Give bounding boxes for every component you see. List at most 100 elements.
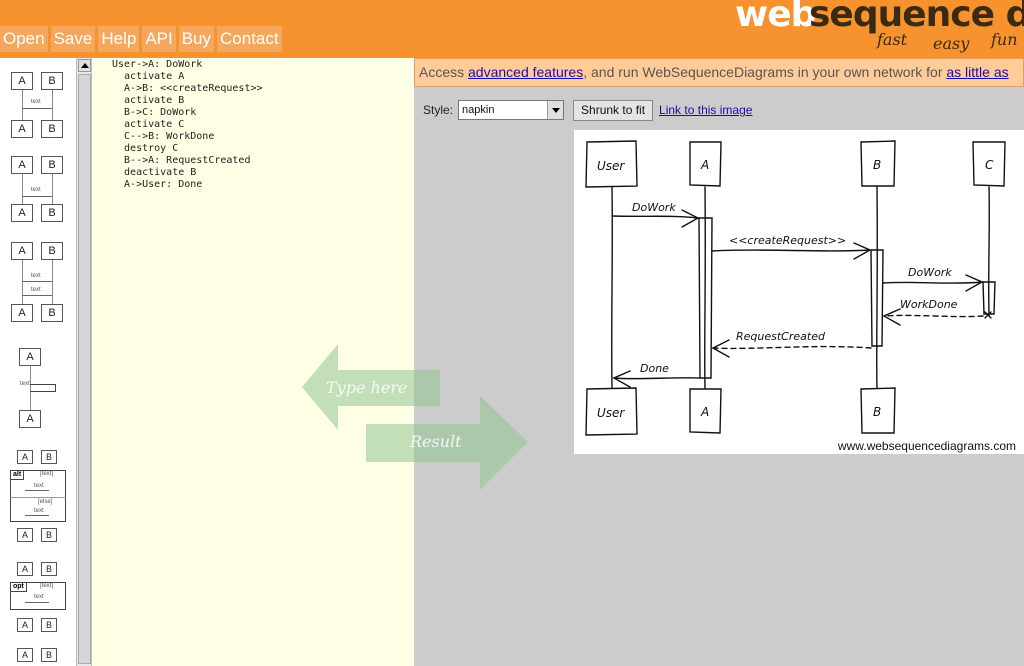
message-arrow — [711, 249, 871, 252]
buy-button[interactable]: Buy — [178, 26, 215, 52]
code-line: activate C — [112, 119, 185, 130]
header-bar: Open Save Help API Buy Contact web seque… — [0, 0, 1024, 58]
api-button[interactable]: API — [142, 26, 176, 52]
promo-banner: Access advanced features, and run WebSeq… — [414, 58, 1024, 87]
advanced-features-link[interactable]: advanced features — [468, 64, 584, 80]
thumb-box-a: A — [19, 410, 41, 428]
code-editor[interactable]: User->A: DoWork activate A A->B: <<creat… — [92, 58, 414, 666]
style-select[interactable]: napkin — [458, 100, 565, 120]
thumb-msg-text: text — [31, 287, 41, 293]
save-button[interactable]: Save — [50, 26, 96, 52]
thumb-box-b: B — [41, 528, 57, 542]
thumb-box-b: B — [41, 450, 57, 464]
thumb-box-a: A — [17, 562, 33, 576]
thumb-box-a: A — [17, 648, 33, 662]
participant-label: User — [597, 406, 625, 420]
pricing-link[interactable]: as little as — [946, 64, 1009, 80]
code-line: A->User: Done — [112, 179, 203, 190]
template-partial[interactable]: A B — [8, 648, 68, 666]
banner-middle: , and run WebSequenceDiagrams in your ow… — [583, 64, 947, 80]
thumb-box-a: A — [11, 120, 33, 138]
thumb-msg-text: text — [31, 99, 41, 105]
participant-label: User — [597, 159, 625, 173]
scroll-up-arrow-icon[interactable] — [78, 59, 91, 72]
template-two-messages[interactable]: A B text text A B — [8, 242, 68, 328]
participant-label: A — [700, 405, 709, 419]
code-line: activate B — [112, 95, 185, 106]
contact-button[interactable]: Contact — [217, 26, 282, 52]
code-line: destroy C — [112, 143, 179, 154]
logo-sequence-text: sequence d — [809, 0, 1024, 35]
message-label: RequestCreated — [736, 330, 826, 343]
editor-text: User->A: DoWork activate A A->B: <<creat… — [112, 59, 412, 191]
open-button[interactable]: Open — [0, 26, 48, 52]
message-label: DoWork — [632, 201, 676, 214]
lifeline — [988, 186, 990, 316]
thumb-frame-else: [else] — [38, 499, 53, 505]
message-arrow — [883, 314, 984, 318]
shrink-to-fit-button[interactable]: Shrunk to fit — [573, 99, 654, 121]
message-label: DoWork — [908, 266, 952, 279]
link-to-image[interactable]: Link to this image — [659, 103, 753, 117]
template-simple[interactable]: A B text A B — [8, 72, 68, 144]
chevron-down-icon[interactable] — [547, 101, 564, 119]
code-line: deactivate B — [112, 167, 197, 178]
site-logo[interactable]: web sequence d fast easy fun — [735, 0, 1024, 56]
activation-bar — [698, 217, 713, 379]
result-hint: Result — [409, 432, 462, 451]
participant-box — [585, 387, 638, 436]
participant-label: C — [985, 158, 994, 172]
message-arrow — [712, 345, 872, 350]
participant-box — [689, 388, 722, 434]
diagram-watermark: www.websequencediagrams.com — [837, 439, 1016, 453]
template-alt[interactable]: A B alt [text] text [else] text A B — [8, 450, 68, 546]
thumb-box-b: B — [41, 120, 63, 138]
thumb-box-a: A — [11, 72, 33, 90]
sequence-diagram-svg: User A B C DoWork <<createRequest>> DoWo… — [585, 140, 1006, 436]
help-button[interactable]: Help — [98, 26, 140, 52]
template-scrollbar[interactable] — [76, 58, 92, 666]
main-nav: Open Save Help API Buy Contact — [0, 26, 282, 52]
participant-box — [585, 140, 638, 188]
message-label: Done — [640, 362, 669, 375]
activation-bar — [870, 249, 884, 347]
participant-box — [972, 141, 1006, 187]
logo-tagline-easy: easy — [933, 34, 970, 53]
thumb-box-b: B — [41, 72, 63, 90]
thumb-box-b: B — [41, 562, 57, 576]
thumb-box-b: B — [41, 242, 63, 260]
participant-label: B — [873, 158, 881, 172]
message-label: WorkDone — [900, 298, 958, 311]
message-label: <<createRequest>> — [729, 234, 846, 247]
thumb-box-b: B — [41, 304, 63, 322]
template-opt[interactable]: A B opt [text] text A B — [8, 562, 68, 636]
thumb-msg-text: text — [34, 508, 44, 514]
thumb-box-b: B — [41, 156, 63, 174]
logo-tagline-fast: fast — [877, 30, 908, 49]
template-return[interactable]: A B text A B — [8, 156, 68, 228]
thumb-frame-cond: [text] — [40, 583, 54, 589]
participant-box — [689, 141, 722, 187]
message-arrow — [611, 215, 699, 219]
thumb-msg-text: text — [34, 483, 44, 489]
banner-prefix: Access — [419, 64, 469, 80]
code-line: B->C: DoWork — [112, 107, 197, 118]
template-self-message[interactable]: A text A — [8, 342, 68, 434]
thumb-box-a: A — [11, 156, 33, 174]
scroll-thumb[interactable] — [78, 74, 91, 664]
code-line: A->B: <<createRequest>> — [112, 83, 263, 94]
participant-label: A — [700, 158, 709, 172]
code-line: B-->A: RequestCreated — [112, 155, 251, 166]
style-toolbar: Style: napkin Shrunk to fit Link to this… — [423, 99, 752, 121]
thumb-frame-opt: opt — [10, 582, 27, 592]
thumb-frame-alt: alt — [10, 470, 25, 480]
thumb-msg-text: text — [31, 273, 41, 279]
thumb-msg-text: text — [20, 381, 30, 387]
thumb-box-a: A — [17, 528, 33, 542]
template-sidebar: A B text A B A B text A B A B text — [0, 58, 76, 666]
rendered-diagram: User A B C DoWork <<createRequest>> DoWo… — [574, 130, 1024, 454]
thumb-box-b: B — [41, 648, 57, 662]
message-arrow — [882, 281, 983, 284]
thumb-box-a: A — [17, 618, 33, 632]
